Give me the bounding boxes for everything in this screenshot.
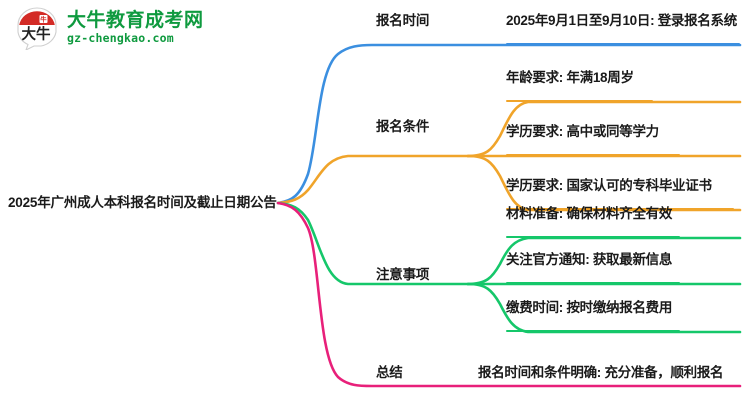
leaf-label: 学历要求: 国家认可的专科毕业证书 (506, 178, 712, 193)
leaf-label: 关注官方通知: 获取最新信息 (506, 252, 673, 267)
leaf-node-2-2[interactable]: 学历要求: 高中或同等学力 (506, 125, 659, 139)
leaf-label: 学历要求: 高中或同等学力 (506, 124, 659, 139)
leaf-underline-3-1 (506, 236, 680, 238)
leaf-underline-2-2 (506, 154, 680, 156)
site-logo[interactable]: 牛 大牛 大牛教育成考网 gz-chengkao.com (14, 6, 204, 52)
leaf-label: 缴费时间: 按时缴纳报名费用 (506, 300, 673, 315)
branch-label-3: 注意事项 (376, 267, 430, 282)
logo-mark-icon: 牛 大牛 (14, 6, 60, 52)
branch-label-2: 报名条件 (376, 119, 430, 134)
connector-branch-1 (276, 43, 742, 205)
leaf-node-3-2[interactable]: 关注官方通知: 获取最新信息 (506, 253, 672, 267)
svg-text:牛: 牛 (40, 15, 47, 24)
leaf-underline-2-1 (506, 100, 653, 102)
connector-branch-3-leaf-1 (466, 236, 742, 286)
leaf-underline-1-1 (506, 43, 740, 45)
logo-domain: gz-chengkao.com (67, 31, 174, 46)
connector-branch-2 (276, 154, 470, 205)
connector-branch-3 (276, 201, 470, 286)
leaf-node-3-1[interactable]: 材料准备: 确保材料齐全有效 (506, 207, 672, 221)
leaf-label: 2025年9月1日至9月10日: 登录报名系统 (506, 13, 737, 28)
branch-node-4[interactable]: 总结 (376, 366, 403, 380)
svg-text:大牛: 大牛 (22, 25, 51, 43)
leaf-node-2-3[interactable]: 学历要求: 国家认可的专科毕业证书 (506, 179, 712, 193)
branch-node-2[interactable]: 报名条件 (376, 120, 429, 134)
leaf-label: 报名时间和条件明确: 充分准备，顺利报名 (478, 365, 724, 380)
leaf-underline-2-3 (506, 208, 734, 210)
logo-title: 大牛教育成考网 (67, 9, 204, 32)
connector-branch-3-leaf-3 (466, 282, 742, 334)
leaf-label: 材料准备: 确保材料齐全有效 (506, 206, 673, 221)
leaf-node-4-1[interactable]: 报名时间和条件明确: 充分准备，顺利报名 (478, 365, 724, 380)
root-label: 2025年广州成人本科报名时间及截止日期公告 (8, 195, 277, 210)
branch-node-3[interactable]: 注意事项 (376, 268, 429, 282)
mindmap-root-node[interactable]: 2025年广州成人本科报名时间及截止日期公告 (8, 196, 277, 210)
branch-label-4: 总结 (376, 365, 403, 380)
branch-node-1[interactable]: 报名时间 (376, 14, 429, 28)
connector-branch-2-leaf-3 (466, 154, 742, 212)
branch-label-1: 报名时间 (376, 13, 430, 28)
leaf-node-1-1[interactable]: 2025年9月1日至9月10日: 登录报名系统 (506, 14, 737, 28)
connector-branch-4 (276, 201, 742, 388)
leaf-node-2-1[interactable]: 年龄要求: 年满18周岁 (506, 71, 634, 85)
leaf-underline-3-3 (506, 330, 680, 332)
leaf-underline-4-1 (478, 385, 740, 387)
leaf-node-3-3[interactable]: 缴费时间: 按时缴纳报名费用 (506, 301, 672, 315)
leaf-label: 年龄要求: 年满18周岁 (506, 70, 634, 85)
connector-branch-2-leaf-1 (466, 100, 742, 158)
leaf-underline-3-2 (506, 282, 680, 284)
